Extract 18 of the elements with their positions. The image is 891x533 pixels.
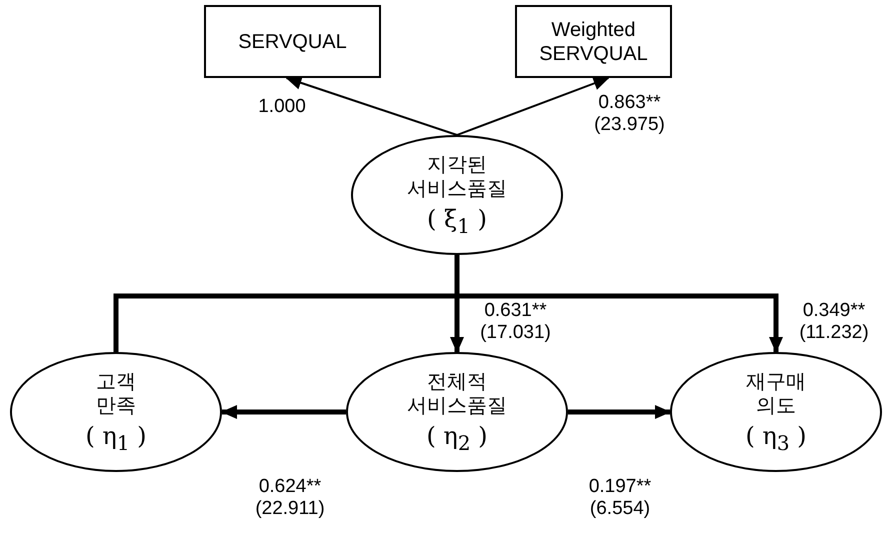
arrow — [450, 255, 464, 353]
node-label: 전체적 서비스품질 — [406, 370, 508, 418]
arrow — [286, 76, 458, 136]
indicator-box — [204, 5, 381, 78]
variable-symbol: ( ξ$_{1}$ ) — [426, 204, 488, 238]
node-label: 고객 만족 — [95, 370, 137, 418]
variable-symbol: ( η$_{2}$ ) — [425, 422, 489, 454]
node-label: 지각된 서비스품질 — [406, 152, 508, 201]
indicator-box — [515, 5, 672, 78]
arrow — [456, 76, 610, 136]
arrow — [114, 294, 783, 353]
variable-symbol: ( η$_{1}$ ) — [84, 422, 148, 454]
arrow — [568, 405, 671, 419]
arrow — [221, 405, 346, 419]
node-label: SERVQUAL — [237, 30, 348, 54]
node-label: Weighted SERVQUAL — [538, 18, 649, 66]
variable-symbol: ( η$_{3}$ ) — [744, 422, 808, 454]
node-label: 재구매 의도 — [745, 370, 807, 418]
